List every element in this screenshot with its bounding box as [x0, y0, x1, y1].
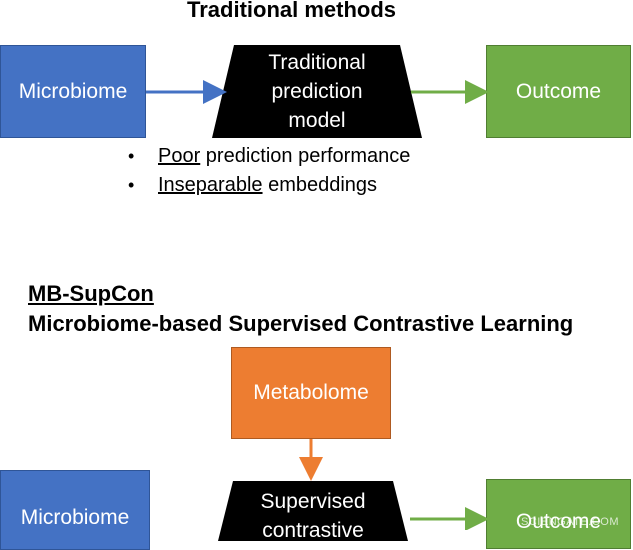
mb-supcon-subtitle: Microbiome-based Supervised Contrastive …: [28, 311, 574, 336]
outcome-label-top: Outcome: [515, 79, 602, 103]
trapezoid-shape-bottom: [218, 481, 408, 541]
inseparable-rest: embeddings: [262, 174, 378, 196]
list-item: • Inseparable embeddings: [128, 171, 410, 200]
model-line-3: model: [288, 109, 346, 132]
microbiome-label-bottom: Microbiome: [20, 506, 130, 529]
traditional-methods-title: Traditional methods: [187, 0, 397, 22]
arrows-layer: [146, 80, 489, 530]
list-item: • Poor prediction performance: [128, 142, 410, 171]
outcome-label-bottom: Outcome: [515, 510, 602, 533]
limitations-list: • Poor prediction performance • Insepara…: [128, 142, 410, 200]
sc-line-1: Supervised: [260, 490, 366, 513]
poor-rest: prediction performance: [200, 145, 411, 167]
metabolome-label: Metabolome: [253, 381, 369, 404]
microbiome-box-top: Microbiome: [0, 45, 146, 138]
microbiome-label-top: Microbiome: [18, 79, 128, 103]
model-line-2: prediction: [271, 80, 363, 103]
metabolome-box: Metabolome: [231, 347, 391, 439]
poor-underlined: Poor: [158, 145, 201, 167]
inseparable-underlined: Inseparable: [158, 174, 263, 196]
model-line-1: Traditional: [268, 51, 366, 74]
trapezoid-shape: [212, 45, 422, 138]
watermark: SCIENGATE.COM: [521, 516, 619, 528]
mb-supcon-title: MB-SupCon: [28, 281, 154, 306]
outcome-box-top: Outcome: [486, 45, 631, 138]
traditional-model-trapezoid: Traditional prediction model: [212, 45, 422, 138]
